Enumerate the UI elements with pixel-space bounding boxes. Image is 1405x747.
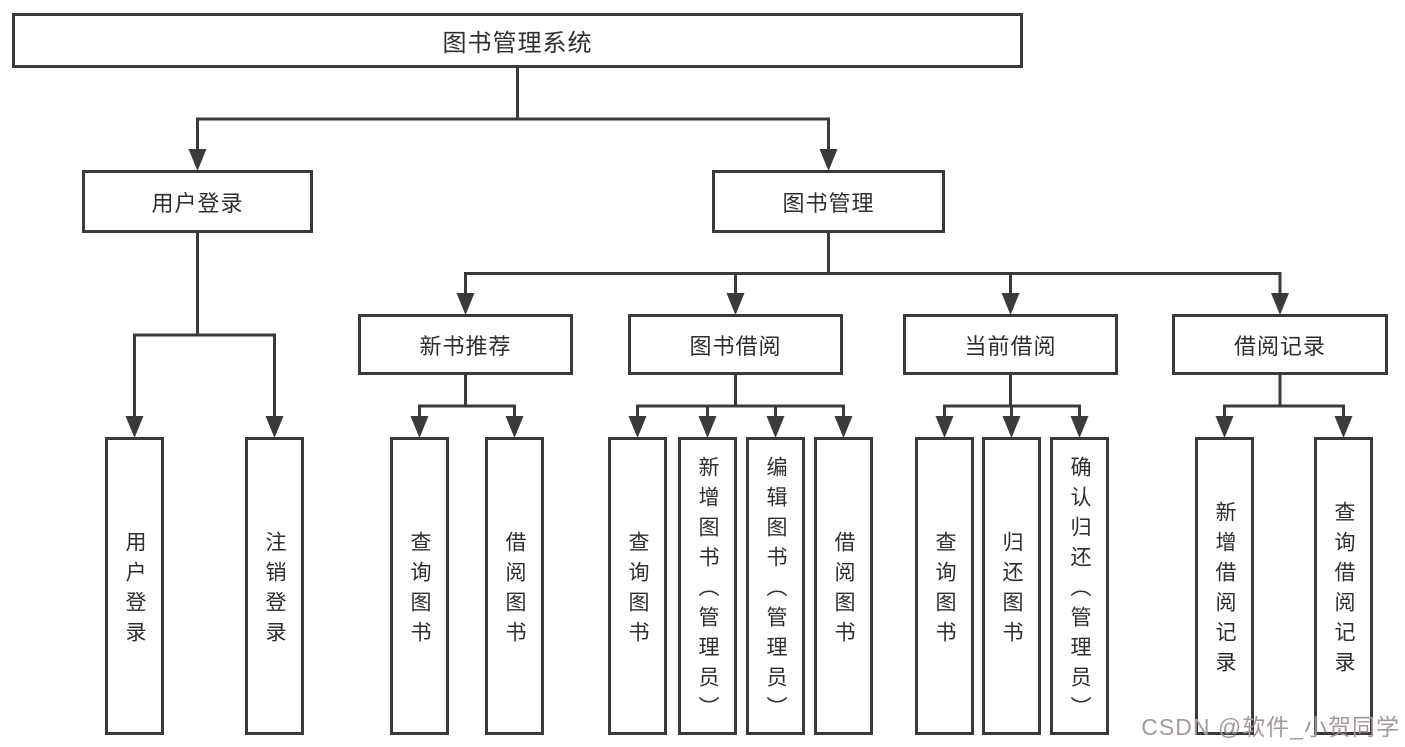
node-label: 当前借阅	[964, 333, 1057, 359]
node-label: 借阅图书	[832, 530, 855, 651]
node-label: 用户登录	[151, 190, 244, 216]
node-label: 图书管理	[782, 190, 875, 216]
node-label: 新书推荐	[419, 333, 512, 359]
arrow-down-icon	[1001, 293, 1020, 315]
arrow-down-icon	[265, 416, 284, 438]
node-user-login: 用户登录	[82, 170, 313, 233]
arrow-down-icon	[766, 416, 785, 438]
arrow-down-icon	[456, 293, 475, 315]
node-label: 借阅图书	[503, 530, 526, 651]
node-label: 查询借阅记录	[1332, 500, 1355, 681]
node-label: 编辑图书（管理员）	[764, 455, 787, 726]
node-add-books-admin: 新增图书（管理员）	[678, 437, 737, 735]
node-logout: 注销登录	[245, 437, 304, 735]
node-root: 图书管理系统	[12, 13, 1023, 68]
arrow-down-icon	[1215, 416, 1234, 438]
node-borrow-books-2: 借阅图书	[814, 437, 873, 735]
node-book-borrowing: 图书借阅	[628, 314, 843, 375]
node-borrowing-records: 借阅记录	[1172, 314, 1388, 375]
node-query-books-2: 查询图书	[608, 437, 667, 735]
arrow-down-icon	[726, 293, 745, 315]
arrow-down-icon	[505, 416, 524, 438]
arrow-down-icon	[410, 416, 429, 438]
arrow-down-icon	[1002, 416, 1021, 438]
arrow-down-icon	[188, 149, 207, 171]
node-edit-books-admin: 编辑图书（管理员）	[746, 437, 805, 735]
arrow-down-icon	[698, 416, 717, 438]
node-query-books-1: 查询图书	[390, 437, 449, 735]
arrow-down-icon	[819, 149, 838, 171]
arrow-down-icon	[1271, 293, 1289, 315]
node-label: 图书管理系统	[442, 30, 593, 57]
arrow-down-icon	[1070, 416, 1089, 438]
node-add-borrow-record: 新增借阅记录	[1195, 437, 1254, 735]
node-label: 借阅记录	[1233, 333, 1326, 359]
node-current-borrowing: 当前借阅	[903, 314, 1118, 375]
node-label: 归还图书	[1000, 530, 1023, 651]
node-confirm-return-admin: 确认归还（管理员）	[1050, 437, 1109, 735]
node-user-login-leaf: 用户登录	[105, 437, 164, 735]
node-return-books: 归还图书	[982, 437, 1041, 735]
node-query-borrow-record: 查询借阅记录	[1314, 437, 1373, 735]
arrow-down-icon	[125, 416, 144, 438]
node-query-books-3: 查询图书	[915, 437, 974, 735]
node-new-book-recommend: 新书推荐	[358, 314, 573, 375]
node-label: 确认归还（管理员）	[1068, 455, 1091, 726]
node-borrow-books-1: 借阅图书	[485, 437, 544, 735]
arrow-down-icon	[935, 416, 954, 438]
node-book-management: 图书管理	[712, 170, 945, 233]
arrow-down-icon	[1334, 416, 1353, 438]
node-label: 新增图书（管理员）	[696, 455, 719, 726]
node-label: 查询图书	[933, 530, 956, 651]
node-label: 注销登录	[263, 530, 286, 651]
node-label: 新增借阅记录	[1213, 500, 1236, 681]
arrow-down-icon	[834, 416, 853, 438]
node-label: 查询图书	[626, 530, 649, 651]
arrow-down-icon	[628, 416, 647, 438]
node-label: 查询图书	[408, 530, 431, 651]
node-label: 用户登录	[123, 530, 146, 651]
node-label: 图书借阅	[689, 333, 782, 359]
watermark: CSDN @软件_小贺同学	[1141, 714, 1400, 740]
